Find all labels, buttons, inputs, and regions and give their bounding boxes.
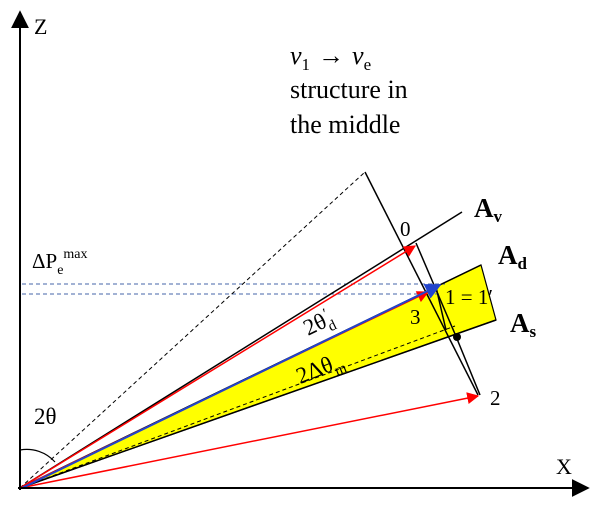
caption-line-1: ν1→νe xyxy=(290,41,371,74)
point-2-label: 2 xyxy=(490,386,501,410)
point-0-label: 0 xyxy=(400,217,411,241)
two-theta-label: 2θ xyxy=(34,404,57,429)
a-d-label: Ad xyxy=(498,240,528,273)
a-v-label: Av xyxy=(474,193,503,226)
vector-to-2 xyxy=(19,392,480,489)
point-3-label: 3 xyxy=(410,305,421,329)
caption-line-2: structure in xyxy=(290,75,408,104)
vector-blue xyxy=(21,284,442,489)
a-s-label: As xyxy=(510,308,537,341)
dashed-line-inner xyxy=(19,325,456,489)
segment-1-2 xyxy=(454,333,481,396)
intersection-dot xyxy=(453,333,461,341)
z-axis-label: Z xyxy=(34,14,47,39)
vector-to-0 xyxy=(19,245,417,489)
point-1-label: 1 = 1′ xyxy=(445,285,493,309)
x-axis-label: X xyxy=(556,454,572,479)
delta-p-label: ΔPemax xyxy=(32,247,88,278)
caption-line-3: the middle xyxy=(290,110,400,139)
angle-arc xyxy=(19,448,56,463)
cutting-line xyxy=(364,171,479,396)
ray-a-s xyxy=(19,319,497,489)
dashed-line-top xyxy=(19,171,366,489)
